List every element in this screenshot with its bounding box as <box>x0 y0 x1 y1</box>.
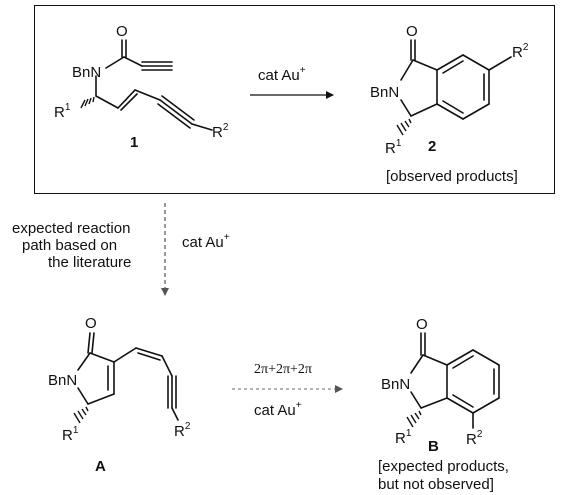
expected-products-caption-2: but not observed] <box>378 476 494 493</box>
hashed-bond <box>406 410 422 428</box>
compound-1-r2: R2 <box>212 122 229 141</box>
expected-path-line1: expected reaction <box>12 220 130 237</box>
compound-A-oxygen: O <box>85 315 97 332</box>
compound-A-r2: R2 <box>174 421 191 440</box>
observed-reaction-box <box>34 5 555 194</box>
compound-B-r1: R1 <box>395 428 412 447</box>
compound-A-structure <box>73 332 179 424</box>
expected-reagent: cat Au+ <box>254 400 302 419</box>
expected-path-reagent: cat Au+ <box>182 232 230 251</box>
compound-2-r2: R2 <box>512 42 529 61</box>
compound-A-r1: R1 <box>62 425 79 444</box>
observed-products-caption: [observed products] <box>386 168 518 185</box>
hashed-bond <box>80 96 95 109</box>
compound-B-structure <box>406 332 500 429</box>
compound-2-r1: R1 <box>385 138 402 157</box>
compound-2-oxygen: O <box>406 23 418 40</box>
compound-A-bnn: BnN <box>48 372 77 389</box>
compound-1-structure <box>80 39 213 131</box>
compound-1-r1: R1 <box>54 102 71 121</box>
compound-2-bnn: BnN <box>370 84 399 101</box>
compound-B-bnn: BnN <box>381 376 410 393</box>
hashed-bond <box>73 406 89 424</box>
compound-1-oxygen: O <box>116 23 128 40</box>
expected-path-line2: path based on <box>22 237 117 254</box>
compound-2-structure <box>396 39 512 136</box>
compound-A-label: A <box>95 458 106 475</box>
compound-2-label: 2 <box>428 138 436 155</box>
compound-1-label: 1 <box>130 134 138 151</box>
compound-B-r2: R2 <box>466 429 483 448</box>
compound-B-oxygen: O <box>416 316 428 333</box>
observed-reagent: cat Au+ <box>258 65 306 84</box>
compound-1-bnn: BnN <box>72 64 101 81</box>
expected-products-caption-1: [expected products, <box>378 458 509 475</box>
cycloaddition-label: 2π+2π+2π <box>254 362 312 377</box>
compound-B-label: B <box>428 438 439 455</box>
hashed-bond <box>396 118 412 136</box>
expected-path-line3: the literature <box>48 254 131 271</box>
